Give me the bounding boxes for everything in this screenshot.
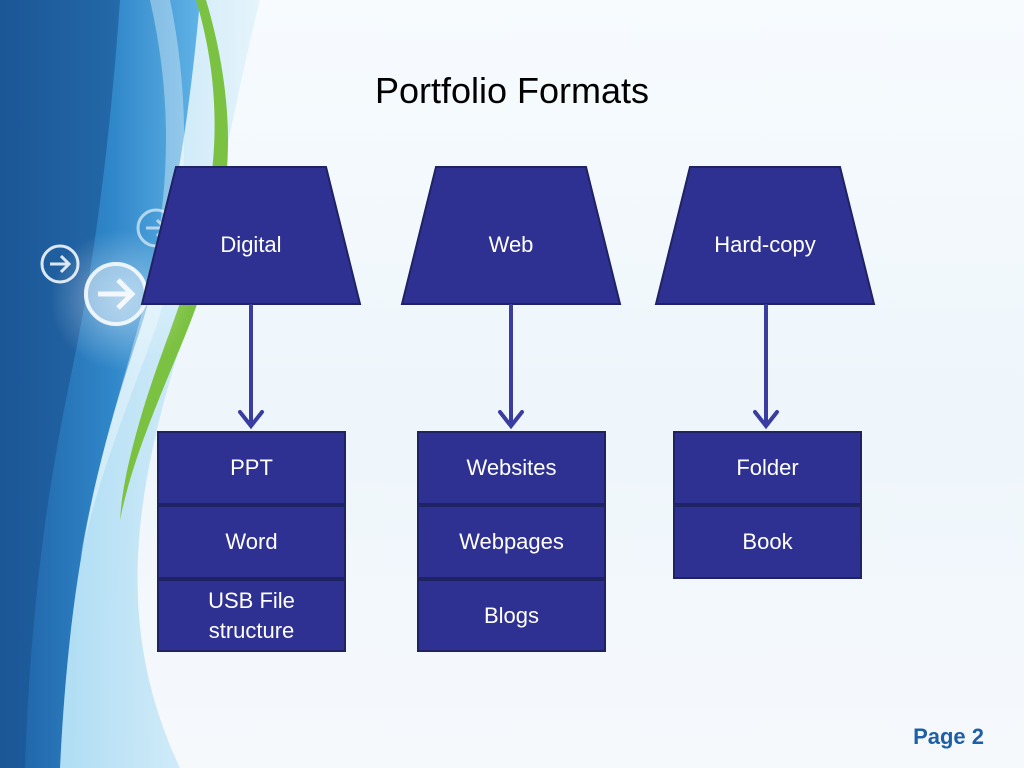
trapezoid-hard-copy [654, 166, 876, 305]
trapezoid-web [400, 166, 622, 305]
slide-title: Portfolio Formats [374, 70, 650, 111]
item-word: Word [157, 505, 346, 579]
arrow-web [498, 304, 524, 430]
item-ppt: PPT [157, 431, 346, 505]
header-web: Web [488, 232, 534, 257]
arrow-right-circle-icon [40, 244, 80, 284]
header-hard-copy: Hard-copy [714, 232, 816, 257]
item-folder: Folder [673, 431, 862, 505]
arrow-hard-copy [753, 304, 779, 430]
header-digital: Digital [220, 232, 282, 257]
item-webpages: Webpages [417, 505, 606, 579]
item-blogs: Blogs [417, 579, 606, 652]
trapezoid-digital [140, 166, 362, 305]
page-number: Page 2 [913, 724, 984, 749]
item-book: Book [673, 505, 862, 579]
arrow-digital [238, 304, 264, 430]
item-usb-file-structure: USB File structure [157, 579, 346, 652]
item-websites: Websites [417, 431, 606, 505]
